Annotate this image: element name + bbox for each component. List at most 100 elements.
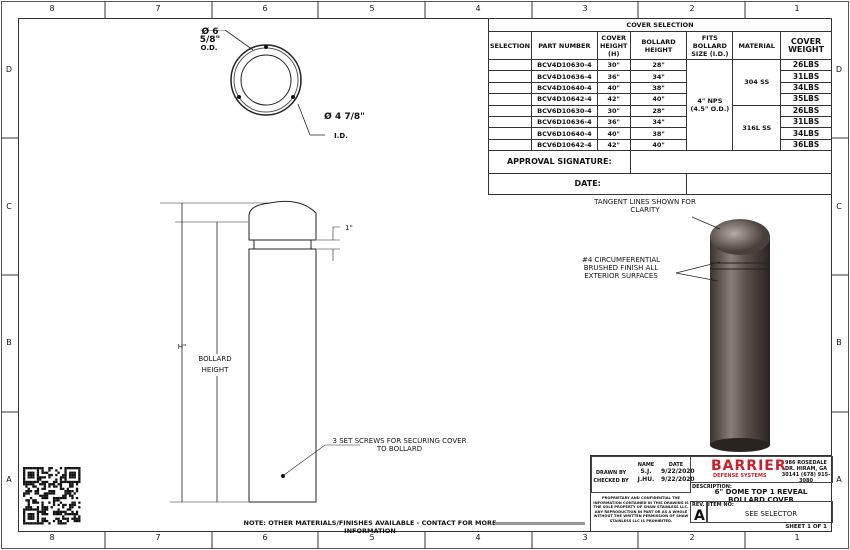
cover-height: 40" (596, 127, 631, 140)
selection-cell[interactable] (488, 58, 532, 72)
title-block: NAME DATE DRAWN BY S.J. 9/22/2020 CHECKE… (590, 455, 833, 532)
description-label: DESCRIPTION: (692, 484, 732, 490)
id-text: I.D. (334, 132, 348, 140)
finish-note: #4 CIRCUMFERENTIAL BRUSHED FINISH ALL EX… (581, 256, 661, 280)
zone-column-label: 2 (689, 4, 695, 13)
zone-column-label: 7 (155, 4, 161, 13)
selection-cell[interactable] (488, 127, 532, 140)
cover-weight: 36LBS (780, 138, 832, 152)
selection-cell[interactable] (488, 138, 532, 152)
zone-row-label: C (6, 202, 12, 211)
zone-column-label: 5 (369, 533, 375, 542)
header-selection: SELECTION (488, 31, 532, 60)
drawn-by-name: S.J. (640, 468, 652, 475)
bollard-height: 38" (629, 127, 688, 140)
material: 316L SS (732, 104, 782, 152)
bollard-height: 28" (629, 58, 688, 72)
cover-height: 36" (596, 115, 631, 129)
sheet-number: SHEET 1 OF 1 (785, 524, 827, 530)
selection-cell[interactable] (488, 81, 532, 95)
zone-column-label: 1 (794, 533, 800, 542)
small-footer-text (495, 522, 585, 525)
set-screws-note: 3 SET SCREWS FOR SECURING COVER TO BOLLA… (332, 437, 467, 453)
h-dimension-label: H" (177, 343, 187, 351)
header-bollard-height: BOLLARD HEIGHT (629, 31, 688, 60)
bollard-height: 34" (629, 115, 688, 129)
bollard-height: 28" (629, 104, 688, 117)
date-field[interactable] (686, 173, 832, 196)
zone-column-label: 6 (262, 4, 268, 13)
cover-weight: 34LBS (780, 127, 832, 140)
bollard-height: 34" (629, 70, 688, 83)
qr-code[interactable] (23, 467, 81, 525)
part-number: BCV6D10640-4 (530, 127, 598, 140)
bollard-height: 40" (629, 138, 688, 152)
part-number: BCV4D10642-4 (530, 93, 598, 106)
zone-column-label: 7 (155, 533, 161, 542)
table-title: COVER SELECTION (488, 18, 832, 32)
part-number: BCV6D10630-4 (530, 104, 598, 117)
cover-height: 40" (596, 81, 631, 95)
item-no-label: ITEM NO: (708, 502, 734, 508)
cover-weight: 31LBS (780, 115, 832, 129)
checked-by-label: CHECKED BY (593, 478, 629, 484)
company-address: 986 ROSEDALE DR. HIRAM, GA 30141 (678) 9… (781, 460, 831, 484)
bollard-height: 38" (629, 81, 688, 95)
zone-column-label: 3 (582, 533, 588, 542)
od-text: O.D. (200, 44, 218, 52)
item-number: SEE SELECTOR (744, 510, 798, 518)
date-header: DATE (668, 462, 684, 468)
zone-column-label: 3 (582, 4, 588, 13)
part-number: BCV6D10636-4 (530, 115, 598, 129)
material: 304 SS (732, 59, 782, 106)
fits-size: 4" NPS (4.5" O.D.) (686, 58, 734, 152)
id-dimension: Ø 4 7/8" (324, 112, 365, 122)
zone-column-label: 8 (49, 533, 55, 542)
part-number: BCV4D10640-4 (530, 81, 598, 95)
cover-height: 30" (596, 104, 631, 117)
cover-weight: 31LBS (780, 70, 832, 83)
reveal-dimension: 1" (345, 224, 353, 232)
description: 6" DOME TOP 1 REVEAL BOLLARD COVER (714, 488, 808, 504)
zone-row-label: A (6, 475, 12, 484)
zone-row-label: B (6, 338, 12, 347)
materials-note: NOTE: OTHER MATERIALS/FINISHES AVAILABLE… (243, 519, 497, 535)
rev-label: REV. (692, 502, 705, 508)
approval-signature-field[interactable] (629, 150, 833, 175)
cover-selection-table: COVER SELECTION SELECTION PART NUMBER CO… (487, 18, 833, 196)
cover-height: 42" (596, 93, 631, 106)
end-view-drawing (200, 30, 325, 136)
zone-row-label: D (835, 65, 843, 74)
zone-row-label: B (836, 338, 842, 347)
bollard-height: 40" (629, 93, 688, 106)
date-label: DATE: (487, 173, 688, 196)
drawn-by-label: DRAWN BY (595, 470, 627, 476)
selection-cell[interactable] (488, 70, 532, 83)
header-part-number: PART NUMBER (530, 31, 598, 60)
iso-view-drawing (675, 216, 770, 452)
selection-cell[interactable] (488, 104, 532, 117)
zone-row-label: C (836, 202, 842, 211)
zone-column-label: 5 (369, 4, 375, 13)
part-number: BCV4D10630-4 (530, 58, 598, 72)
revision: A (694, 508, 705, 524)
zone-row-label: A (836, 475, 842, 484)
drawn-date: 9/22/2020 (661, 468, 695, 475)
cover-height: 42" (596, 138, 631, 152)
zone-column-label: 4 (475, 4, 481, 13)
selection-cell[interactable] (488, 115, 532, 129)
cover-weight: 26LBS (780, 58, 832, 72)
part-number: BCV6D10642-4 (530, 138, 598, 152)
selection-cell[interactable] (488, 93, 532, 106)
header-fits: FITS BOLLARD SIZE (I.D.) (686, 31, 734, 60)
header-material: MATERIAL (732, 31, 782, 60)
cover-height: 36" (596, 70, 631, 83)
